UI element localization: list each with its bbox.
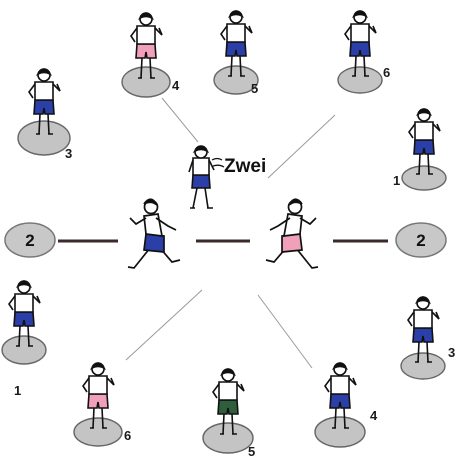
- guide-line-top-right: [267, 114, 336, 179]
- stander-label: 6: [383, 65, 390, 80]
- person-figure: [407, 296, 440, 363]
- floor-disc: [314, 416, 366, 448]
- end-disc-left-label: 2: [25, 231, 34, 250]
- guide-line-bottom-left: [125, 289, 203, 361]
- stander-label: 4: [370, 408, 378, 423]
- person-figure: [212, 368, 245, 435]
- shirt: [143, 213, 164, 237]
- shirt: [282, 213, 303, 237]
- standing-player: [314, 362, 366, 448]
- running-player: [127, 198, 181, 269]
- floor-disc: [213, 65, 259, 95]
- end-disc-left: 2: [4, 222, 56, 258]
- shorts: [329, 393, 351, 409]
- standing-player: [17, 68, 71, 156]
- stander-label: 4: [172, 78, 180, 93]
- end-disc-right-label: 2: [416, 231, 425, 250]
- floor-disc: [337, 66, 383, 94]
- stander-label: 1: [14, 383, 21, 398]
- stander-labels: 4 5 6 3 1 1 3 6 5 4: [14, 65, 455, 459]
- shirt: [14, 293, 34, 313]
- shorts: [33, 99, 55, 115]
- shorts: [225, 41, 247, 57]
- shirt: [88, 375, 108, 395]
- person-figure: [344, 10, 377, 77]
- stander-label: 5: [251, 81, 258, 96]
- standing-player: [202, 368, 254, 454]
- shorts: [217, 399, 239, 415]
- floor-disc: [202, 422, 254, 454]
- guide-line-bottom-right: [257, 294, 313, 369]
- stander-label: 3: [65, 146, 72, 161]
- shirt: [413, 309, 433, 329]
- person-figure: [220, 10, 253, 77]
- floor-disc: [17, 120, 71, 156]
- running-players: [127, 198, 319, 269]
- stander-label: 1: [393, 173, 400, 188]
- shorts: [135, 43, 157, 59]
- standing-player: [401, 108, 447, 191]
- shorts: [412, 327, 434, 343]
- person-figure: [324, 362, 357, 429]
- person-figure: [8, 280, 41, 347]
- shirt: [330, 375, 350, 395]
- shirt: [192, 157, 210, 176]
- standing-player: [400, 296, 446, 380]
- standing-player: [337, 10, 383, 94]
- shirt: [226, 23, 246, 43]
- standing-player: [213, 10, 259, 95]
- shirt: [350, 23, 370, 43]
- floor-disc: [1, 335, 47, 365]
- person-figure: [188, 145, 215, 209]
- floor-disc: [401, 165, 447, 191]
- person-figure: [82, 362, 115, 429]
- speech-marks: [211, 157, 225, 168]
- floor-disc: [121, 66, 171, 98]
- running-player: [265, 198, 319, 269]
- shirt: [414, 121, 434, 141]
- standing-player: [73, 362, 123, 447]
- shirt: [34, 81, 54, 101]
- shirt: [218, 381, 238, 401]
- shorts: [13, 311, 35, 327]
- guide-lines: [125, 97, 336, 369]
- shorts: [413, 139, 435, 155]
- guide-line-top-left: [161, 97, 199, 143]
- stander-label: 6: [124, 428, 131, 443]
- standing-player: [121, 12, 171, 98]
- floor-disc: [73, 417, 123, 447]
- floor-disc: [400, 352, 446, 380]
- shorts: [191, 174, 211, 189]
- end-disc-right: 2: [395, 222, 447, 258]
- shorts: [349, 41, 371, 57]
- speech-text: Zwei: [224, 156, 266, 177]
- standing-players: [1, 10, 447, 454]
- person-figure: [408, 108, 441, 175]
- stander-label: 5: [248, 444, 255, 459]
- person-figure: [28, 68, 61, 135]
- shorts: [87, 393, 109, 409]
- standing-player: [1, 280, 47, 365]
- stander-label: 3: [448, 345, 455, 360]
- caller-figure: [188, 145, 215, 209]
- shirt: [136, 25, 156, 45]
- person-figure: [130, 12, 163, 79]
